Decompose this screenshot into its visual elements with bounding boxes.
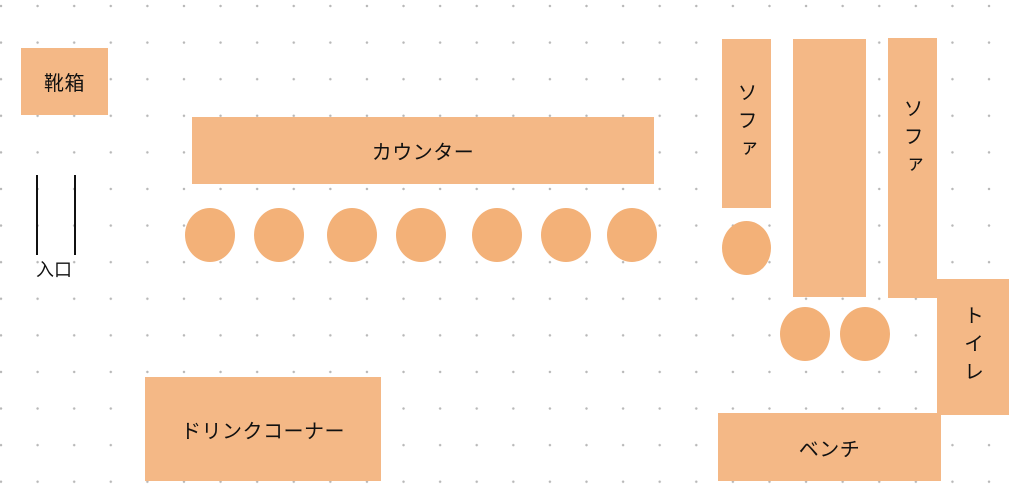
sofa-stool-3[interactable] xyxy=(840,307,890,361)
counter-stool-5[interactable] xyxy=(472,208,522,262)
counter-stool-7[interactable] xyxy=(607,208,657,262)
counter-label: カウンター xyxy=(371,140,475,164)
shoe-box[interactable]: 靴箱 xyxy=(21,48,108,115)
toilet-label: トイレ xyxy=(960,305,985,389)
counter-stool-1[interactable] xyxy=(185,208,235,262)
entrance-line-right xyxy=(74,175,76,255)
entrance-label: 入口 xyxy=(36,260,72,281)
sofa-stool-2[interactable] xyxy=(780,307,830,361)
counter-stool-3[interactable] xyxy=(327,208,377,262)
sofa-right-label: ソファ xyxy=(900,98,924,182)
counter-stool-4[interactable] xyxy=(396,208,446,262)
counter-stool-6[interactable] xyxy=(541,208,591,262)
sofa-left[interactable]: ソファ xyxy=(722,39,771,208)
sofa-right[interactable]: ソファ xyxy=(888,38,937,298)
drink-corner[interactable]: ドリンクコーナー xyxy=(145,377,381,481)
entrance-line-left xyxy=(36,175,38,255)
drink-corner-label: ドリンクコーナー xyxy=(181,418,345,443)
bench[interactable]: ベンチ xyxy=(718,413,941,481)
sofa-stool-1[interactable] xyxy=(722,221,771,275)
sofa-left-label: ソファ xyxy=(734,81,758,166)
shoe-box-label: 靴箱 xyxy=(44,71,85,95)
bench-label: ベンチ xyxy=(798,436,861,461)
toilet[interactable]: トイレ xyxy=(937,279,1009,415)
counter[interactable]: カウンター xyxy=(192,117,654,184)
counter-stool-2[interactable] xyxy=(254,208,304,262)
center-table[interactable] xyxy=(793,39,866,297)
